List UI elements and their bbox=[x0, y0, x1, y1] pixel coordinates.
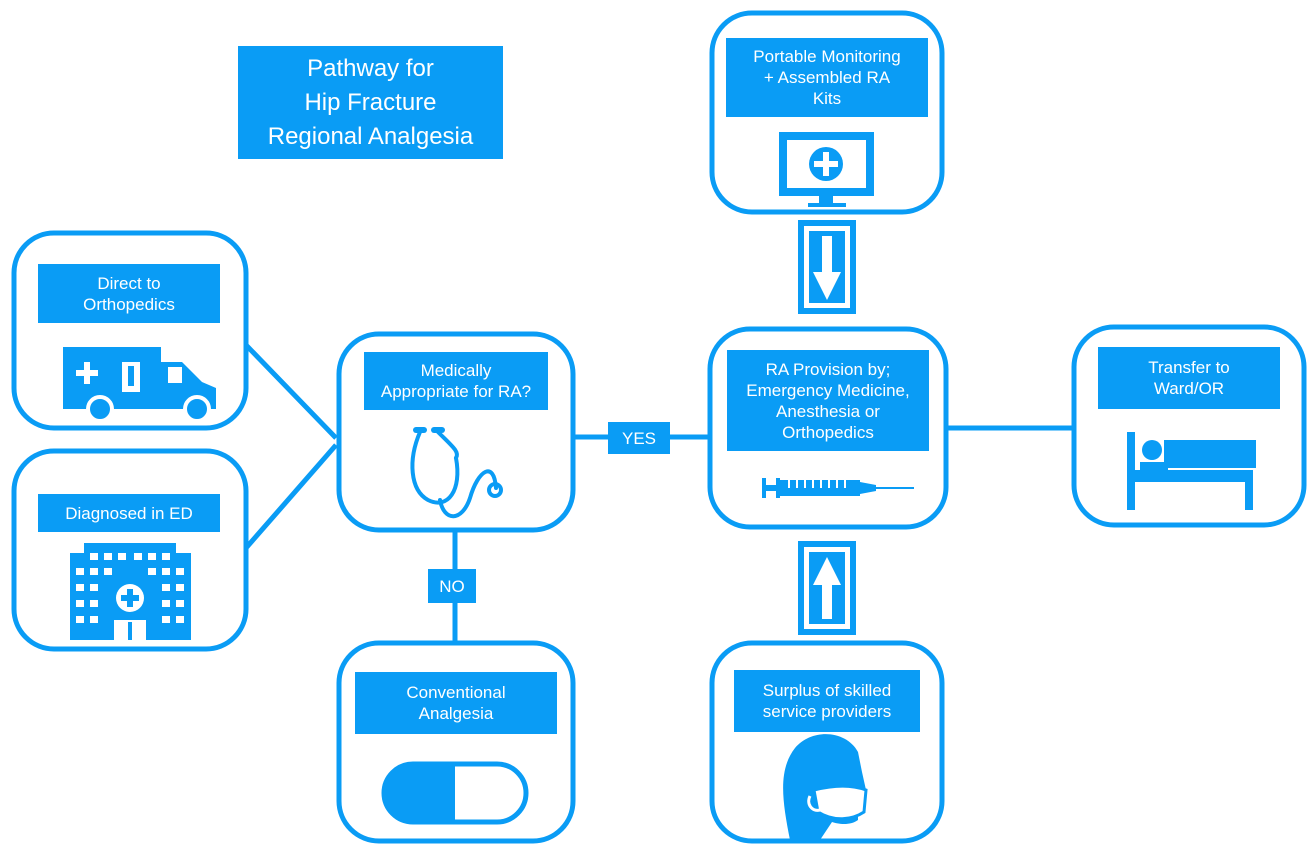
node-box-conventional bbox=[336, 640, 576, 844]
pill-icon bbox=[381, 761, 529, 825]
node-box-direct bbox=[11, 230, 249, 431]
edge-label-yes: YES bbox=[608, 422, 670, 454]
node-label-direct: Direct to Orthopedics bbox=[38, 264, 220, 323]
node-label-medically: Medically Appropriate for RA? bbox=[364, 352, 548, 410]
edge-label-no: NO bbox=[428, 569, 476, 603]
node-label-surplus: Surplus of skilled service providers bbox=[734, 670, 920, 732]
bed-icon bbox=[1127, 432, 1256, 510]
node-box-provision bbox=[707, 326, 949, 530]
connector-direct-to-medically bbox=[244, 343, 338, 440]
node-box-monitoring bbox=[709, 10, 945, 215]
ambulance-icon bbox=[63, 347, 216, 423]
masked-person-icon bbox=[783, 734, 868, 840]
node-label-transfer: Transfer to Ward/OR bbox=[1098, 347, 1280, 409]
page-title: Pathway for Hip Fracture Regional Analge… bbox=[238, 46, 503, 159]
node-box-diagnosed bbox=[11, 448, 249, 652]
monitor-icon bbox=[779, 132, 874, 207]
node-label-diagnosed: Diagnosed in ED bbox=[38, 494, 220, 532]
node-label-monitoring: Portable Monitoring + Assembled RA Kits bbox=[726, 38, 928, 117]
node-box-transfer bbox=[1071, 324, 1307, 528]
stethoscope-icon bbox=[410, 427, 503, 519]
node-label-provision: RA Provision by; Emergency Medicine, Ane… bbox=[727, 350, 929, 451]
node-box-medically bbox=[336, 331, 576, 533]
hospital-icon bbox=[70, 543, 191, 640]
arrow-down-monitoring-to-provision bbox=[798, 220, 856, 314]
syringe-icon bbox=[762, 478, 914, 498]
arrow-up-surplus-to-provision bbox=[798, 541, 856, 635]
node-box-surplus bbox=[709, 640, 945, 844]
node-label-conventional: Conventional Analgesia bbox=[355, 672, 557, 734]
connector-diagnosed-to-medically bbox=[244, 443, 338, 550]
